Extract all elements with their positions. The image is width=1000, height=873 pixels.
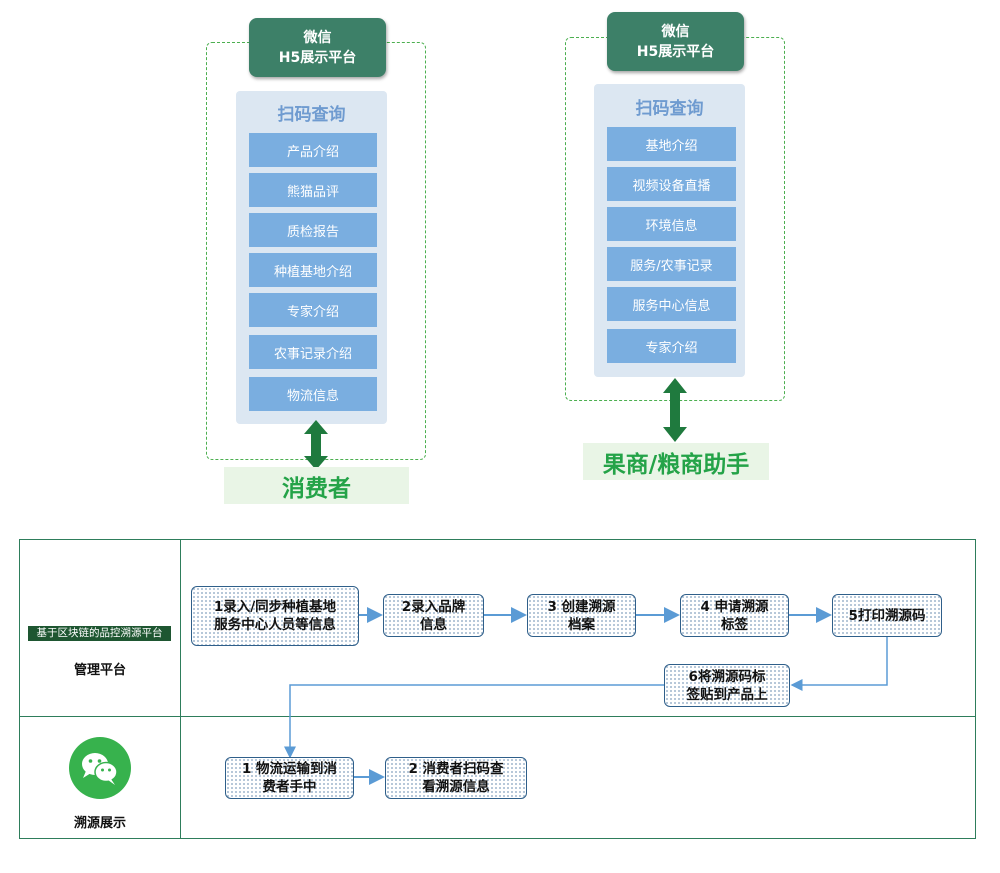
flow-step: 1 物流运输到消 费者手中 — [225, 757, 354, 799]
right-menu-item[interactable]: 服务/农事记录 — [607, 247, 736, 281]
left-menu-item[interactable]: 熊猫品评 — [249, 173, 377, 207]
left-menu-item[interactable]: 物流信息 — [249, 377, 377, 411]
right-menu-item[interactable]: 服务中心信息 — [607, 287, 736, 321]
left-header-line2: H5展示平台 — [278, 49, 357, 66]
connector-6-lane2 — [284, 684, 664, 759]
left-header-line1: 微信 — [303, 29, 332, 46]
swimlane-vertical-divider — [180, 539, 181, 839]
left-scan-title: 扫码查询 — [277, 105, 346, 125]
flow-step: 6将溯源码标 签贴到产品上 — [664, 664, 790, 707]
swimlane-horizontal-divider — [19, 716, 976, 717]
right-menu-item[interactable]: 环境信息 — [607, 207, 736, 241]
lane-label-management: 管理平台 — [73, 663, 126, 678]
double-arrow-icon — [304, 420, 328, 470]
lane-label-trace-display: 溯源展示 — [73, 816, 126, 831]
role-label-merchant-assistant: 果商/粮商助手 — [583, 443, 769, 480]
right-menu-item[interactable]: 视频设备直播 — [607, 167, 736, 201]
flow-step: 3 创建溯源 档案 — [527, 594, 636, 637]
left-menu-item[interactable]: 质检报告 — [249, 213, 377, 247]
right-scan-title: 扫码查询 — [635, 99, 704, 119]
left-menu-item[interactable]: 专家介绍 — [249, 293, 377, 327]
right-wechat-h5-header: 微信 H5展示平台 — [607, 12, 744, 71]
flow-step: 2录入品牌 信息 — [383, 594, 484, 637]
left-menu-item[interactable]: 种植基地介绍 — [249, 253, 377, 287]
right-header-line1: 微信 — [661, 23, 690, 40]
swimlane-frame — [19, 539, 976, 839]
double-arrow-icon — [663, 378, 687, 442]
left-wechat-h5-header: 微信 H5展示平台 — [249, 18, 386, 77]
connector-5-6 — [790, 637, 888, 691]
flow-step: 5打印溯源码 — [832, 594, 942, 637]
flow-step: 4 申请溯源 标签 — [680, 594, 789, 637]
left-menu-item[interactable]: 产品介绍 — [249, 133, 377, 167]
flow-step: 2 消费者扫码查 看溯源信息 — [385, 757, 527, 799]
right-header-line2: H5展示平台 — [636, 43, 715, 60]
right-menu-item[interactable]: 基地介绍 — [607, 127, 736, 161]
right-menu-item[interactable]: 专家介绍 — [607, 329, 736, 363]
role-label-consumer: 消费者 — [224, 467, 409, 504]
platform-tag: 基于区块链的品控溯源平台 — [28, 626, 171, 641]
wechat-icon — [69, 737, 131, 799]
flow-step: 1录入/同步种植基地 服务中心人员等信息 — [191, 586, 359, 646]
left-menu-item[interactable]: 农事记录介绍 — [249, 335, 377, 369]
